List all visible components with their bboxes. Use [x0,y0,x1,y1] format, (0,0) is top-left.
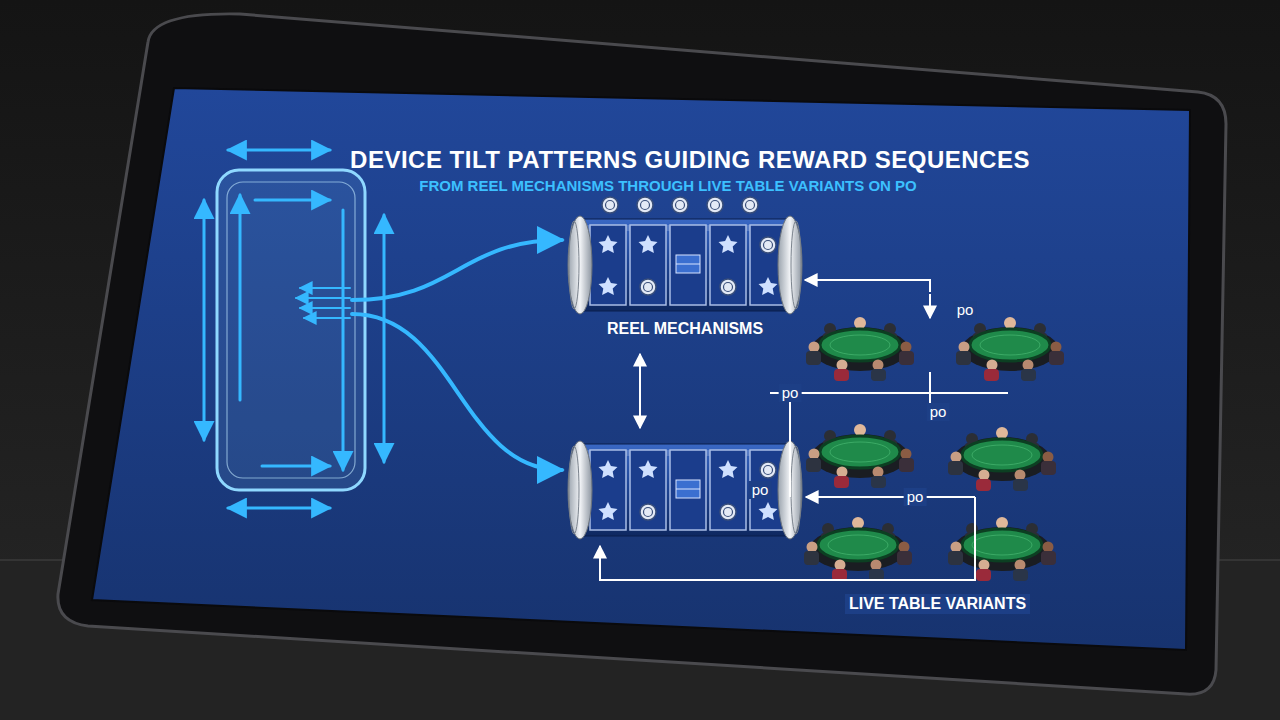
phone-tilt-figure [239,195,242,400]
flow-lines [600,497,975,580]
flow-connector [805,280,930,292]
tablet-frame [58,14,1226,694]
poker-tables [804,317,1064,581]
flow-lines [639,354,641,428]
slot-reel [568,441,802,539]
coin-row [742,197,758,213]
phone-tilt-figure [203,200,206,440]
coin-row [707,197,723,213]
brand-label: po [954,301,977,319]
diagram-title: DEVICE TILT PATTERNS GUIDING REWARD SEQU… [350,146,1030,174]
flow-lines [929,294,931,318]
flow-lines [806,496,975,498]
phone-tilt-figure [342,210,345,470]
slot-reel [568,216,802,314]
brand-label: po [904,488,927,506]
slot-reel [568,216,802,539]
phone-tilt-figure [228,149,330,152]
reel-group: REEL MECHANISMS [565,195,805,345]
phone-tilt-figure [352,240,562,300]
phone-tilt-figure [217,170,365,490]
phone-tilt-figure [383,215,386,462]
phone-tilt-figure [300,307,350,309]
tablet-frame [58,14,1226,694]
brand-label: po [927,403,950,421]
poker-tables [948,517,1056,581]
group-label: LIVE TABLE VARIANTS [845,594,1030,614]
phone-tilt-figure [204,150,562,508]
poker-tables [956,317,1064,381]
table-group: LIVE TABLE VARIANTS [800,292,1075,620]
coin-row [637,197,653,213]
phone-tilt-figure [304,317,350,319]
coin-row [602,197,758,213]
poker-tables [804,517,912,581]
subtitle: FROM REEL MECHANISMS THROUGH LIVE TABLE … [419,177,917,194]
poker-tables [806,424,914,488]
phone-tilt-figure [227,182,355,478]
brand-label: po [779,384,802,402]
phone-tilt-figure [228,507,330,510]
phone-tilt-figure [352,314,562,470]
flow-lines [600,294,1008,580]
group-label: REEL MECHANISMS [603,319,767,339]
phone-tilt-figure [262,465,330,468]
phone-tilt-figure [255,199,330,202]
coin-row [602,197,618,213]
poker-tables [806,317,914,381]
flow-lines [770,392,1008,394]
coin-row [672,197,688,213]
tablet-frame [92,88,1190,650]
phone-tilt-figure [296,297,350,299]
flow-lines [789,393,791,497]
brand-label: po [749,481,772,499]
poker-tables [948,427,1056,491]
phone-tilt-figure [300,287,350,289]
